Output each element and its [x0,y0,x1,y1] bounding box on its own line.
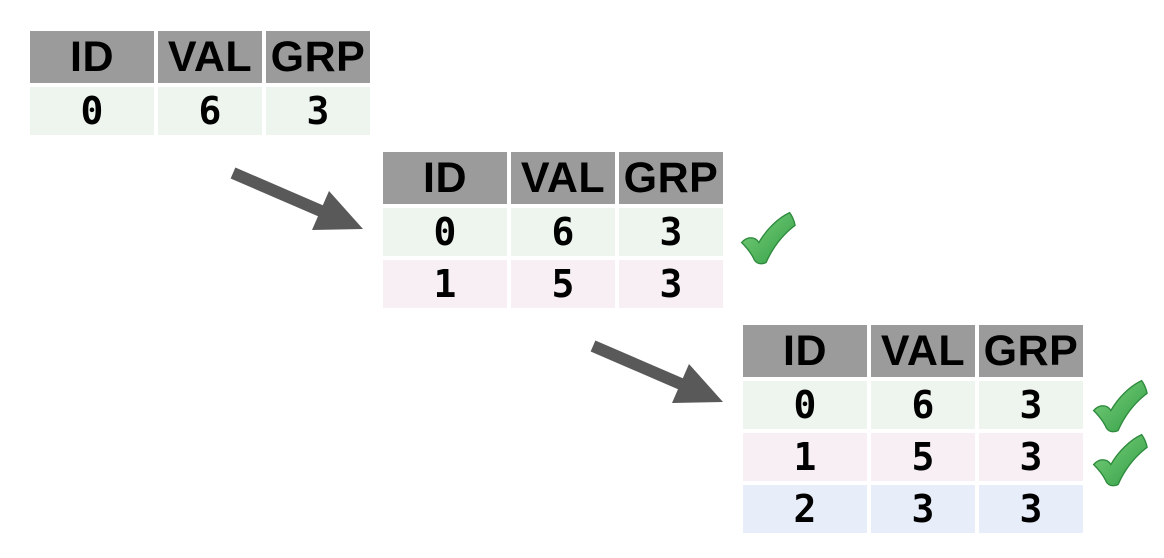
table-cell: 6 [871,381,975,429]
column-header-val: VAL [511,152,615,204]
table-cell: 2 [743,485,867,533]
table-cell: 3 [619,208,723,256]
column-header-val: VAL [871,325,975,377]
check-icon [740,211,796,265]
arrow-icon [230,167,363,230]
check-icon [1092,433,1148,487]
table-cell: 5 [511,260,615,308]
column-header-grp: GRP [979,325,1083,377]
table-step-2: ID VAL GRP 0 6 3 1 5 3 [383,152,723,308]
column-header-id: ID [383,152,507,204]
check-icon [1092,379,1148,433]
table-cell: 3 [266,87,370,135]
table-cell: 3 [979,433,1083,481]
table-cell: 3 [979,381,1083,429]
column-header-val: VAL [158,31,262,83]
table-cell: 6 [511,208,615,256]
arrow-icon [590,340,723,403]
table-cell: 0 [383,208,507,256]
table-cell: 0 [30,87,154,135]
table-cell: 5 [871,433,975,481]
column-header-id: ID [30,31,154,83]
column-header-grp: GRP [266,31,370,83]
column-header-id: ID [743,325,867,377]
table-cell: 1 [383,260,507,308]
column-header-grp: GRP [619,152,723,204]
table-cell: 3 [871,485,975,533]
table-cell: 3 [619,260,723,308]
table-cell: 0 [743,381,867,429]
table-step-3: ID VAL GRP 0 6 3 1 5 3 2 3 3 [743,325,1083,533]
table-step-1: ID VAL GRP 0 6 3 [30,31,370,135]
table-cell: 1 [743,433,867,481]
table-cell: 3 [979,485,1083,533]
table-cell: 6 [158,87,262,135]
